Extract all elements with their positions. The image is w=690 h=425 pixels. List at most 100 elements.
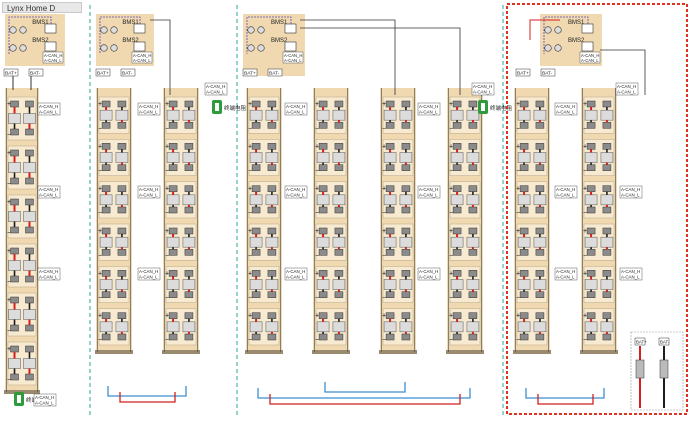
can-h-label: A-CAN_H	[39, 187, 58, 192]
plug-housing	[399, 194, 413, 206]
battery-module: +−	[382, 308, 414, 346]
bms1-label: BMS1	[271, 20, 288, 26]
can-h-label: A-CAN_H	[139, 104, 158, 109]
negative-terminal-label: −	[449, 252, 453, 259]
connector-block	[117, 164, 127, 171]
round-connector	[9, 44, 17, 52]
connector-block	[535, 206, 545, 214]
battery-module: +−	[7, 145, 37, 190]
negative-terminal-label: −	[98, 295, 102, 302]
connector-block	[25, 100, 34, 108]
battery-module: +−	[7, 341, 37, 386]
battery-tower: +−+−+−+−+−+−	[446, 88, 484, 354]
round-connector	[9, 26, 17, 34]
bat-plus-box	[242, 68, 258, 77]
connector-block	[535, 227, 545, 235]
connector-block	[385, 291, 395, 298]
positive-terminal-label: +	[248, 143, 252, 150]
battery-tower: +−+−+−+−+−+−	[580, 88, 618, 354]
plug-housing	[23, 309, 36, 320]
negative-terminal-label: −	[315, 295, 319, 302]
bms2-label: BMS2	[568, 38, 585, 44]
bms1-label: BMS1	[122, 20, 139, 26]
round-connector	[247, 44, 255, 52]
can-tag-box	[284, 185, 308, 199]
connector-block	[117, 185, 127, 192]
can-tag: A-CAN_HA-CAN_L	[417, 185, 441, 199]
connector-block	[602, 227, 612, 235]
plug-housing	[99, 236, 113, 248]
plug-housing	[399, 321, 413, 333]
connector-block	[334, 312, 344, 319]
battery-module: +−	[449, 96, 481, 134]
can-h-label: A-CAN_H	[39, 104, 58, 109]
connector-block	[10, 198, 19, 206]
negative-terminal-label: −	[165, 210, 169, 217]
plug-housing	[399, 109, 413, 121]
can-h-label: A-CAN_H	[139, 187, 158, 192]
positive-terminal-label: +	[165, 186, 169, 193]
negative-terminal-label: −	[98, 210, 102, 217]
connector-block	[168, 312, 178, 319]
battery-module: +−	[516, 308, 548, 346]
connector-block	[519, 100, 529, 108]
connector-block	[519, 227, 529, 235]
plug-housing	[399, 279, 413, 290]
positive-terminal-label: +	[248, 270, 252, 277]
battery-tower: +−+−+−+−+−+−	[379, 88, 417, 354]
tower-base	[95, 350, 133, 354]
comm-line	[99, 16, 141, 54]
plug-housing	[383, 236, 397, 248]
negative-terminal-label: −	[382, 337, 386, 344]
plug-housing	[23, 113, 36, 124]
bat-minus-label: BAT-	[542, 71, 553, 77]
negative-terminal-label: −	[583, 210, 587, 217]
can-l-label: A-CAN_L	[556, 275, 575, 280]
plug-housing	[584, 194, 598, 206]
plug-housing	[99, 152, 113, 163]
connector-block	[168, 249, 178, 256]
can-tag-box	[554, 102, 578, 116]
negative-terminal-label: −	[382, 252, 386, 259]
connector-block	[25, 373, 34, 381]
connector-block	[101, 122, 111, 129]
can-tag-box	[417, 185, 441, 199]
can-h-label: A-CAN_H	[419, 187, 438, 192]
plug-housing	[8, 358, 21, 369]
negative-terminal-label: −	[98, 125, 102, 132]
can-l-label: A-CAN_L	[286, 193, 305, 198]
battery-module: +−	[248, 96, 280, 134]
can-l-label: A-CAN_L	[39, 110, 58, 115]
bus-loop	[537, 394, 594, 405]
connector-block	[586, 333, 596, 341]
connector-block	[184, 164, 194, 171]
connector-block	[452, 333, 462, 341]
connector-block	[401, 333, 411, 341]
connector-block	[519, 185, 529, 192]
connector-block	[25, 296, 34, 304]
can-tag-box	[284, 267, 308, 281]
connector-block	[401, 122, 411, 129]
can-labels: A-CAN_HA-CAN_L	[131, 51, 153, 64]
connector-block	[168, 291, 178, 298]
connector-block	[535, 100, 545, 108]
plug-housing	[383, 279, 397, 290]
battery-module: +−	[516, 181, 548, 219]
can-h-label: A-CAN_H	[39, 269, 58, 274]
positive-terminal-label: +	[165, 143, 169, 150]
connector-block	[452, 227, 462, 235]
positive-terminal-label: +	[98, 270, 102, 277]
can-labels: A-CAN_HA-CAN_L	[579, 51, 601, 64]
can-tag: A-CAN_HA-CAN_L	[284, 102, 308, 116]
connector-block	[401, 270, 411, 277]
connector-block	[385, 312, 395, 319]
can-tag: A-CAN_HA-CAN_L	[137, 185, 161, 199]
positive-terminal-label: +	[315, 270, 319, 277]
connector-block	[401, 291, 411, 298]
connector-block	[251, 206, 261, 214]
terminal-resistor: 终端电阻	[478, 100, 513, 114]
battery-module: +−	[248, 266, 280, 303]
bat-plus-label: BAT+	[517, 71, 529, 77]
connector-block	[519, 291, 529, 298]
